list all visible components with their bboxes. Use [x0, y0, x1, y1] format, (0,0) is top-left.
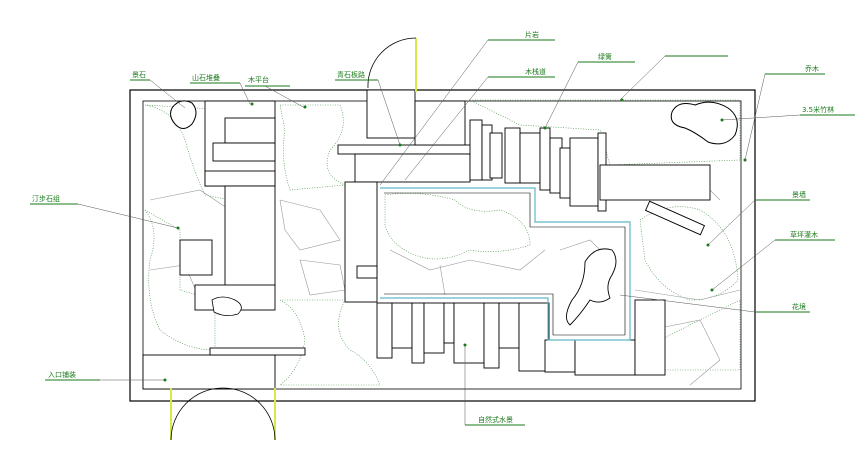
- label-right-1: 乔木: [805, 64, 819, 73]
- label-bottom-1: 自然式水景: [478, 415, 513, 424]
- boulder-mid-left: [211, 296, 242, 316]
- label-right-5: 花境: [792, 302, 806, 311]
- label-right-3: 景墙: [792, 190, 806, 199]
- label-top-5: 片岩: [525, 30, 539, 39]
- label-top-6: 木栈道: [525, 67, 546, 76]
- label-right-2: 3.5米竹林: [802, 105, 834, 114]
- label-top-2: 山石堆叠: [192, 73, 220, 82]
- label-top-3: 木平台: [248, 75, 269, 84]
- callout-dots: [163, 98, 747, 382]
- label-top-1: 景石: [132, 71, 146, 79]
- entrance-doors: [170, 37, 417, 441]
- labels: 景石 山石堆叠 木平台 青石板路 片岩 木栈道 绿篱 乔木 3.5米竹林 景墙 …: [32, 30, 834, 424]
- water-channel-inner: [384, 192, 626, 336]
- water-channel: [380, 187, 631, 341]
- site-boundary-outer: [129, 89, 756, 402]
- structures: [142, 89, 711, 390]
- boulder-top-right: [670, 101, 738, 145]
- label-right-4: 草坪灌木: [790, 230, 818, 239]
- label-left-1: 汀步石组: [32, 194, 60, 203]
- pond-rock: [566, 248, 617, 326]
- callouts: [30, 39, 855, 426]
- label-top-7: 绿篱: [598, 52, 612, 61]
- label-top-4: 青石板路: [337, 70, 365, 79]
- label-left-2: 入口铺装: [48, 370, 76, 379]
- boulder-top-left: [170, 100, 197, 129]
